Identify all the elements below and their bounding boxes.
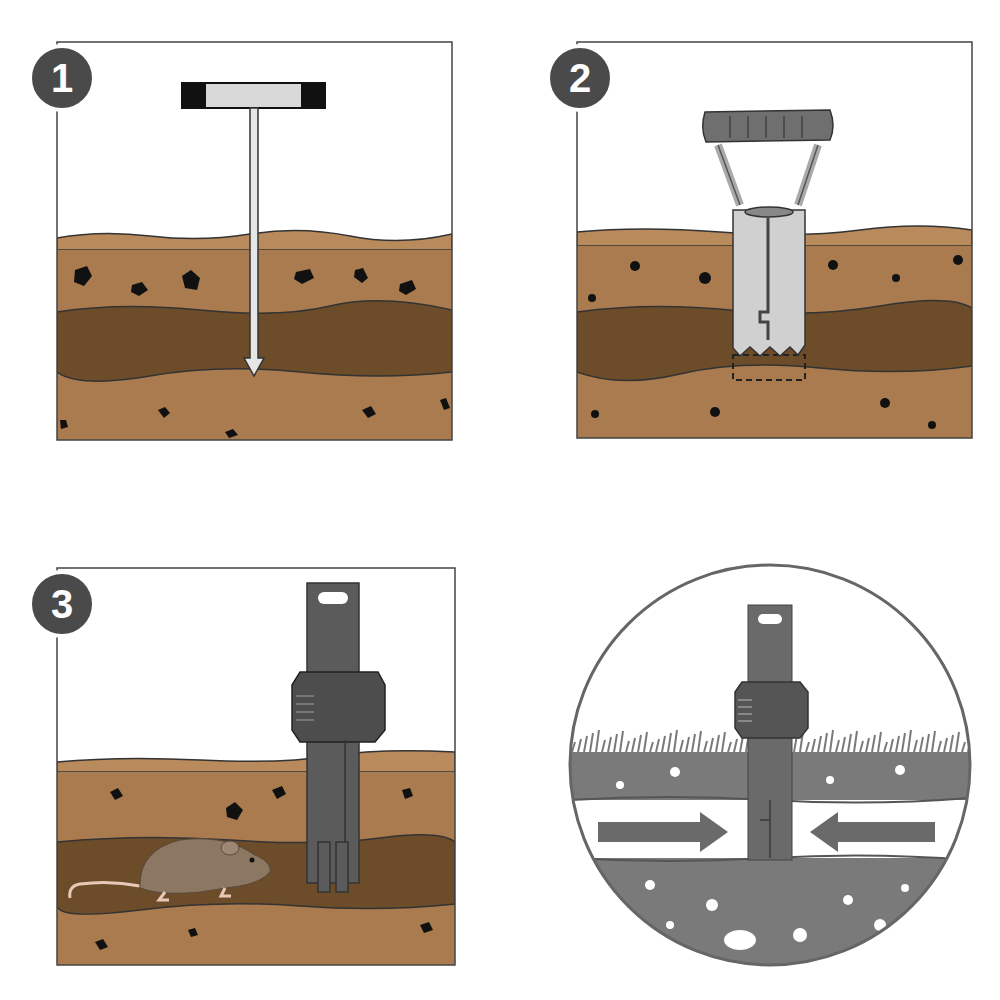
callout-badge: 1 bbox=[28, 44, 96, 112]
callout-number: 1 bbox=[51, 58, 73, 98]
detail-circle bbox=[570, 565, 971, 968]
panel-three bbox=[57, 568, 455, 965]
callout-badge: 3 bbox=[28, 570, 96, 638]
callout-number: 2 bbox=[569, 58, 591, 98]
trap bbox=[292, 583, 385, 892]
panel-one bbox=[57, 42, 452, 440]
mouse bbox=[70, 839, 270, 900]
callout-number: 3 bbox=[51, 584, 73, 624]
callout-badge: 2 bbox=[546, 44, 614, 112]
panel-two bbox=[577, 42, 972, 438]
